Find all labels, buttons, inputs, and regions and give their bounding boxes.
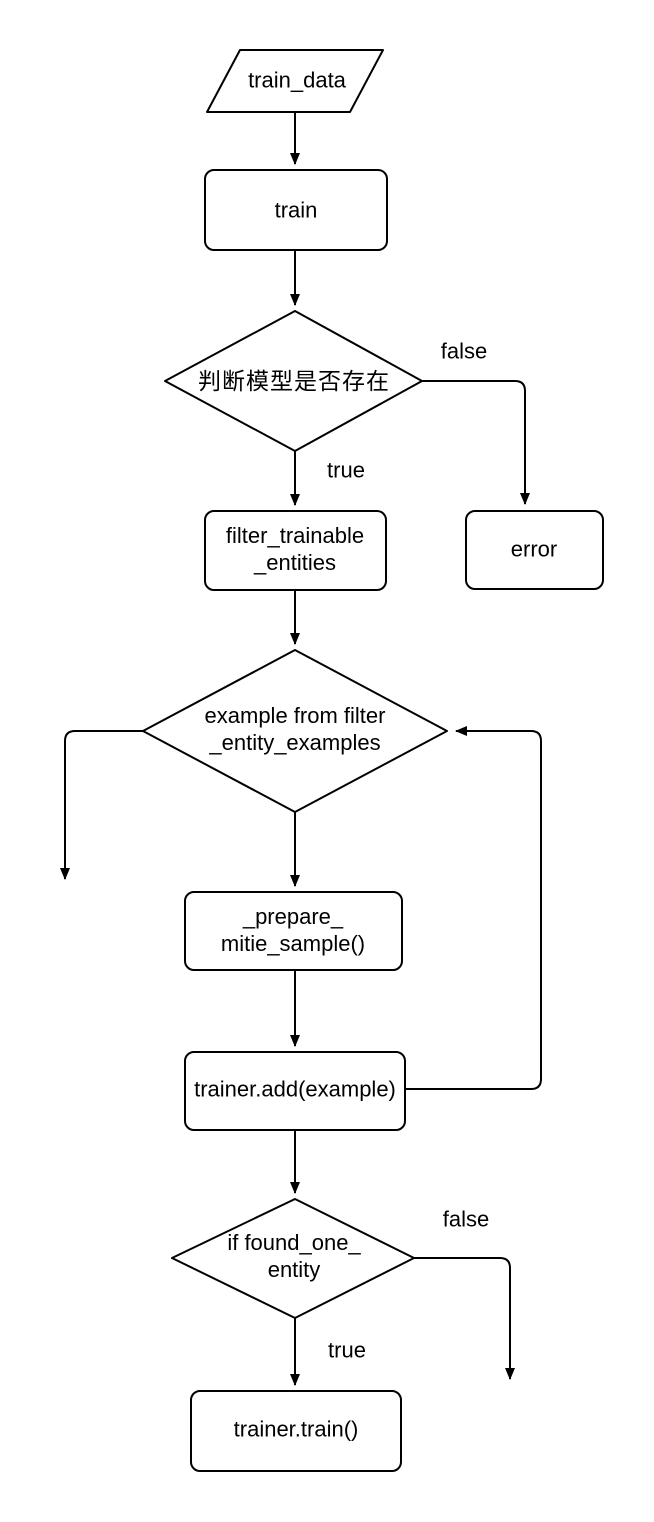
node-error-label: error: [510, 536, 558, 562]
node-if-found-one-entity-decision-label: if found_one_ entity: [227, 1230, 361, 1282]
node-model-exists-decision-label: 判断模型是否存在: [198, 367, 390, 394]
edge-label-found-one-entity-true: true: [328, 1337, 366, 1363]
node-trainer-train-label: trainer.train(): [233, 1416, 359, 1442]
node-train-data-shape: [206, 49, 384, 113]
node-filter-trainable-entities-label: filter_trainable _entities: [225, 523, 365, 575]
node-train-label: train: [274, 197, 318, 223]
node-prepare-mitie-sample-shape: [184, 891, 403, 971]
edge-label-model-exists-false: false: [440, 338, 488, 364]
node-train-data-label: train_data: [248, 67, 346, 93]
edge-found-decision-false-exit: [414, 1257, 515, 1380]
node-prepare-mitie-sample-label: _prepare_ mitie_sample(): [220, 904, 366, 956]
edge-label-model-exists-true: true: [327, 457, 365, 483]
edge-trainer-add-loop-to-example-decision: [405, 726, 542, 1090]
edge-example-decision-exit-left: [60, 730, 143, 880]
node-example-from-filter-decision-label: example from filter _entity_examples: [204, 703, 386, 755]
node-error-shape: [465, 510, 604, 590]
node-trainer-add-example-label: trainer.add(example): [194, 1076, 396, 1102]
edge-model-exists-false-to-error: [422, 380, 530, 505]
node-trainer-train-shape: [190, 1390, 402, 1472]
edge-label-found-one-entity-false: false: [442, 1206, 490, 1232]
